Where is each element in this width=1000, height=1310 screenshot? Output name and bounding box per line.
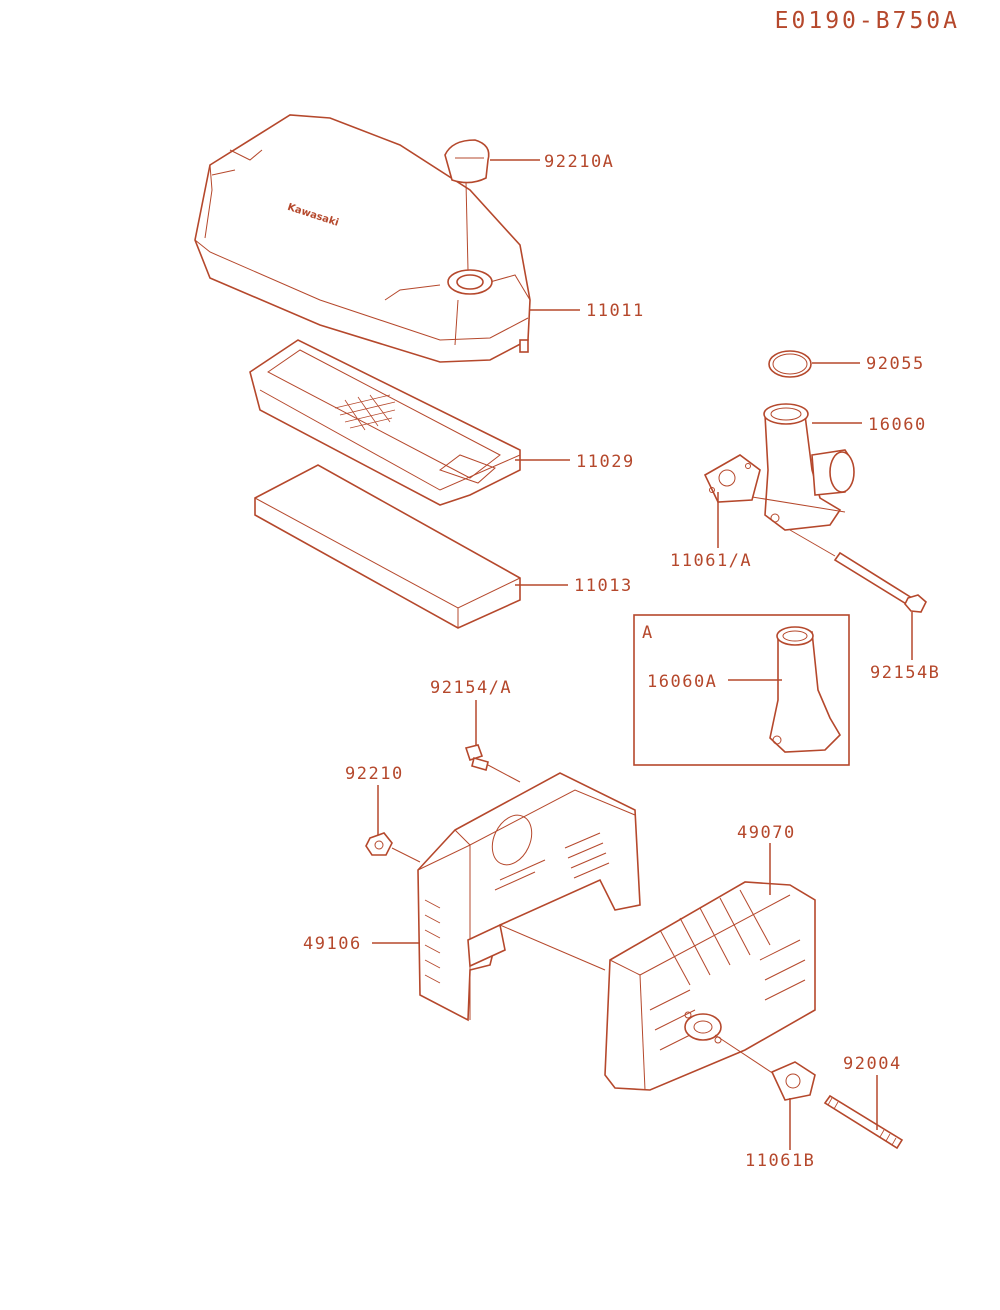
- label-11013[interactable]: 11013: [574, 576, 633, 596]
- wing-knob[interactable]: [444, 139, 490, 271]
- label-92210[interactable]: 92210: [345, 764, 404, 784]
- air-cleaner-element[interactable]: [249, 339, 521, 506]
- label-11011[interactable]: 11011: [586, 301, 645, 321]
- pre-cleaner-foam[interactable]: [254, 464, 521, 629]
- label-49070[interactable]: 49070: [737, 823, 796, 843]
- cover-nut[interactable]: [365, 832, 421, 863]
- part-labels: 92210A 11011 92055 16060 11029 11061/A 1…: [303, 152, 940, 1171]
- elbow-bolt[interactable]: [789, 529, 927, 613]
- muffler[interactable]: [604, 881, 816, 1091]
- leader-lines: [372, 159, 913, 1150]
- muffler-gasket[interactable]: [770, 1061, 816, 1101]
- o-ring[interactable]: [768, 350, 812, 378]
- intake-elbow[interactable]: [739, 403, 855, 531]
- intake-elbow-alt[interactable]: [769, 626, 842, 753]
- air-cleaner-cover[interactable]: Kawasaki: [194, 114, 531, 363]
- label-92154b[interactable]: 92154B: [870, 663, 940, 683]
- label-49106[interactable]: 49106: [303, 934, 362, 954]
- cover-screw[interactable]: [464, 744, 521, 783]
- label-92210A[interactable]: 92210A: [544, 152, 614, 172]
- elbow-gasket[interactable]: [703, 454, 761, 503]
- inset-box: [633, 614, 850, 766]
- label-92004[interactable]: 92004: [843, 1054, 902, 1074]
- label-16060[interactable]: 16060: [868, 415, 927, 435]
- muffler-cover[interactable]: [417, 772, 641, 1022]
- label-92154-a[interactable]: 92154/A: [430, 678, 512, 698]
- muffler-stud[interactable]: [823, 1094, 904, 1150]
- label-11029[interactable]: 11029: [576, 452, 635, 472]
- label-11061b[interactable]: 11061B: [745, 1151, 815, 1171]
- inset-letter: A: [642, 623, 654, 643]
- label-92055[interactable]: 92055: [866, 354, 925, 374]
- label-16060a[interactable]: 16060A: [647, 672, 717, 692]
- diagram-code: E0190-B750A: [775, 8, 960, 34]
- label-11061-a[interactable]: 11061/A: [670, 551, 752, 571]
